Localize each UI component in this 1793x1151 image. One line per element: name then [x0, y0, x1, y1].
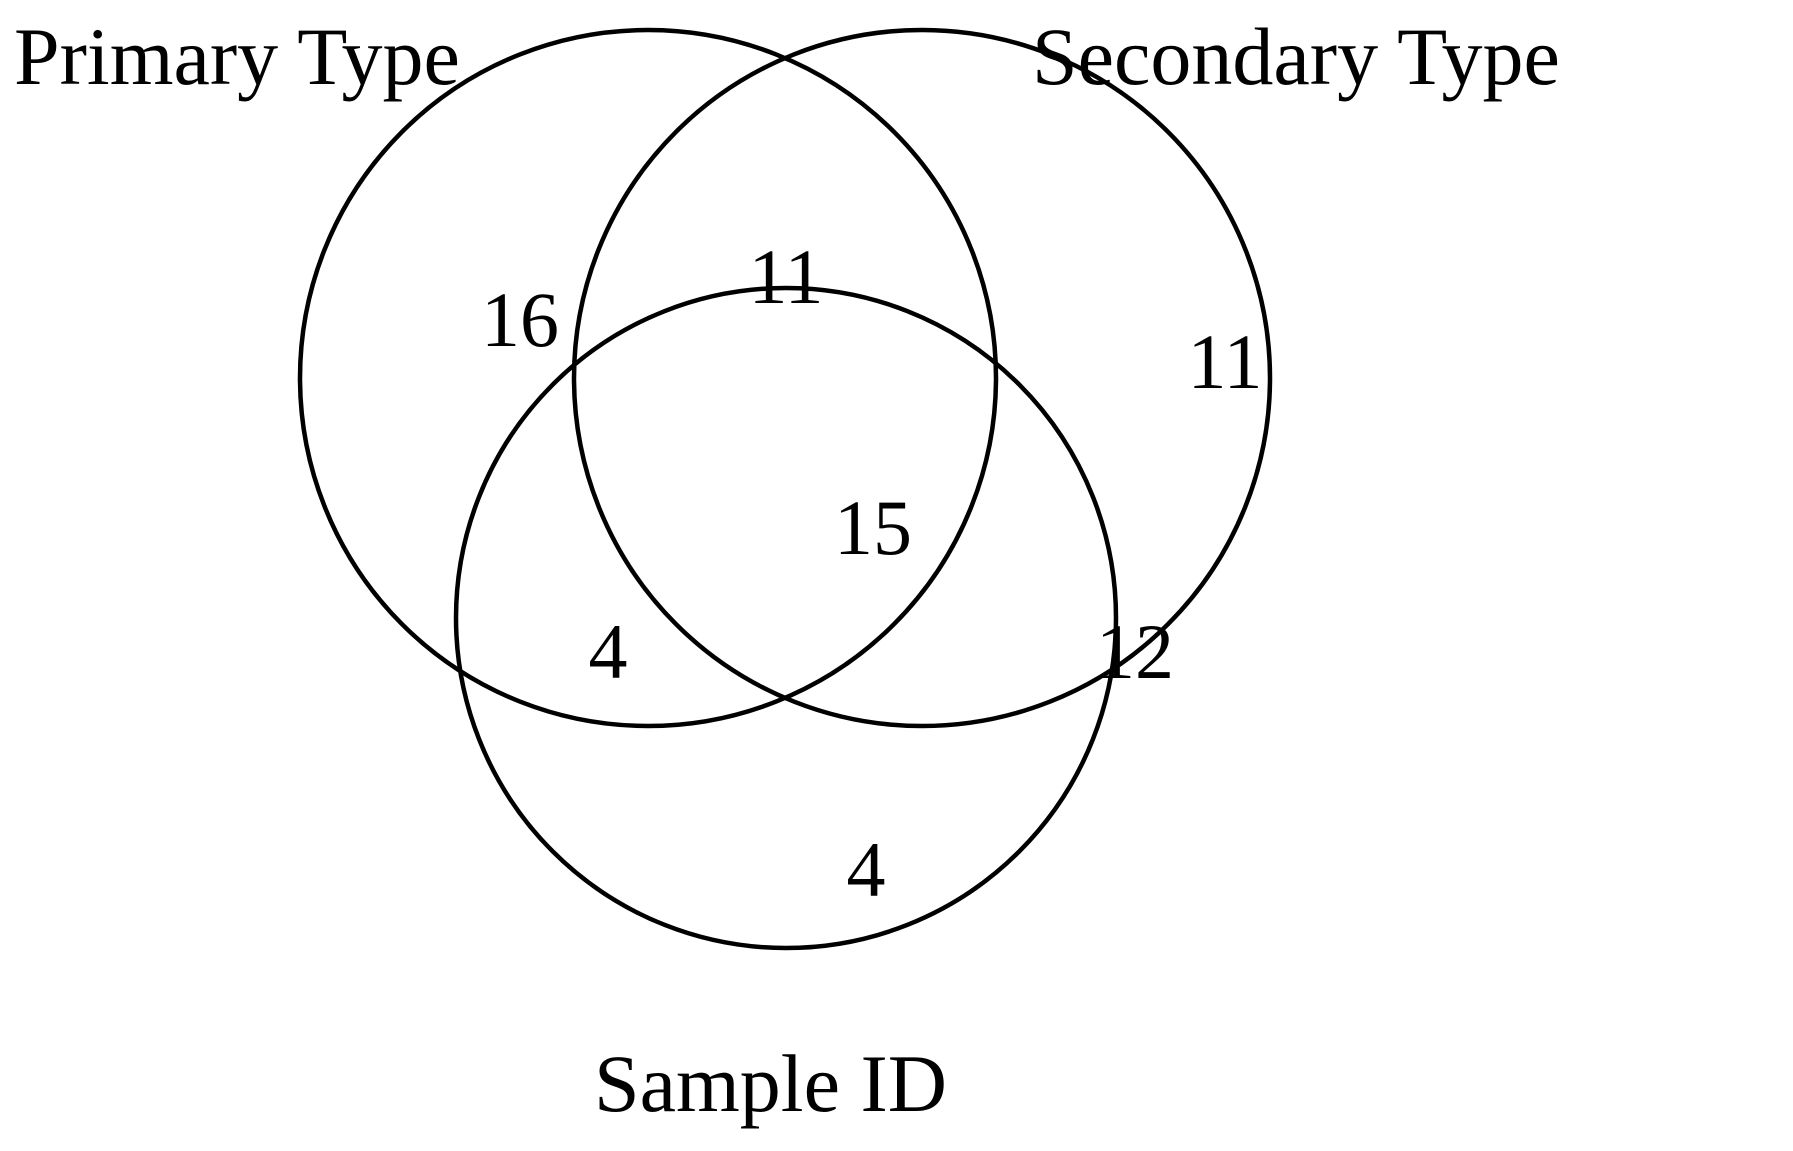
region-count-sample-only: 4	[846, 826, 886, 913]
circle-primary-type	[297, 27, 999, 729]
region-count-secondary-only: 11	[1187, 318, 1263, 405]
circle-sample-id	[453, 285, 1119, 951]
region-count-primary-sample: 4	[588, 608, 628, 695]
set-label-sample-id: Sample ID	[594, 1038, 947, 1129]
region-count-primary-only: 16	[481, 276, 559, 363]
set-label-primary-type: Primary Type	[14, 11, 460, 102]
set-label-secondary-type: Secondary Type	[1032, 11, 1560, 102]
region-count-all-three: 15	[834, 484, 912, 571]
region-count-primary-secondary: 11	[748, 233, 824, 320]
region-count-secondary-sample: 12	[1096, 608, 1174, 695]
circle-secondary-type	[571, 27, 1273, 729]
